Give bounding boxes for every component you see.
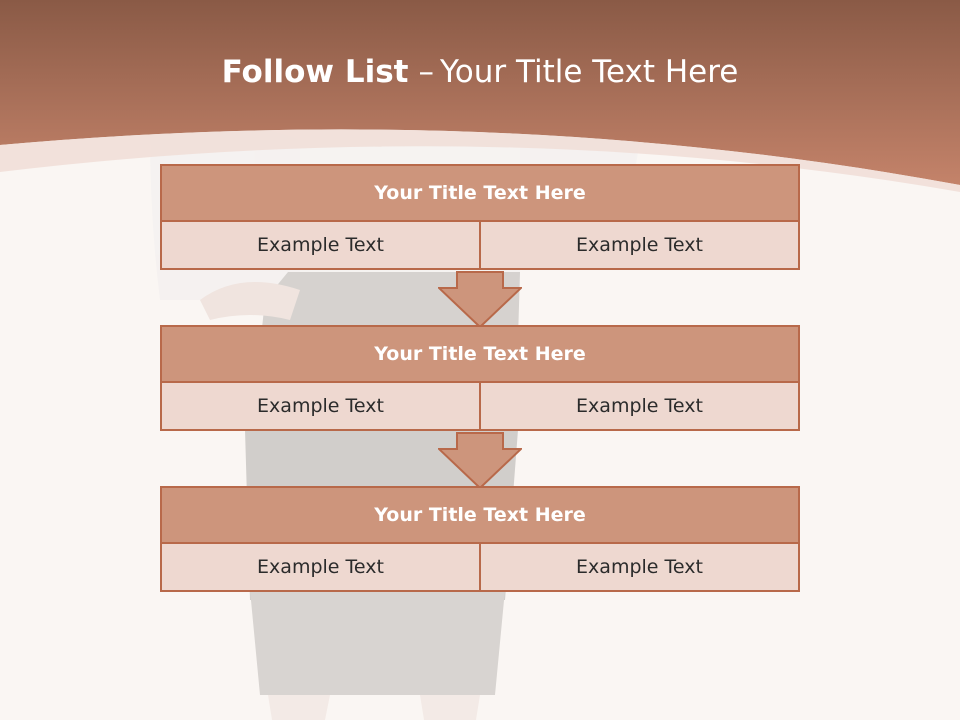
block-cell-right: Example Text (479, 383, 798, 429)
title-bold: Follow List (221, 54, 409, 90)
follow-block-2: Your Title Text Here Example Text Exampl… (160, 325, 800, 431)
follow-block-1: Your Title Text Here Example Text Exampl… (160, 164, 800, 270)
header-band (0, 0, 960, 185)
down-arrow-icon (438, 271, 522, 329)
follow-block-3: Your Title Text Here Example Text Exampl… (160, 486, 800, 592)
title-dash: – (418, 54, 434, 90)
block-cell-left: Example Text (162, 383, 479, 429)
block-title: Your Title Text Here (162, 327, 798, 383)
header-curve-highlight (0, 129, 960, 192)
block-cell-right: Example Text (479, 222, 798, 268)
block-title: Your Title Text Here (162, 166, 798, 222)
slide-title: Follow List–Your Title Text Here (0, 54, 960, 90)
title-rest: Your Title Text Here (439, 54, 739, 90)
block-row: Example Text Example Text (162, 383, 798, 429)
block-title: Your Title Text Here (162, 488, 798, 544)
block-cell-left: Example Text (162, 222, 479, 268)
block-cell-left: Example Text (162, 544, 479, 590)
block-row: Example Text Example Text (162, 222, 798, 268)
block-cell-right: Example Text (479, 544, 798, 590)
block-row: Example Text Example Text (162, 544, 798, 590)
down-arrow-icon (438, 432, 522, 490)
